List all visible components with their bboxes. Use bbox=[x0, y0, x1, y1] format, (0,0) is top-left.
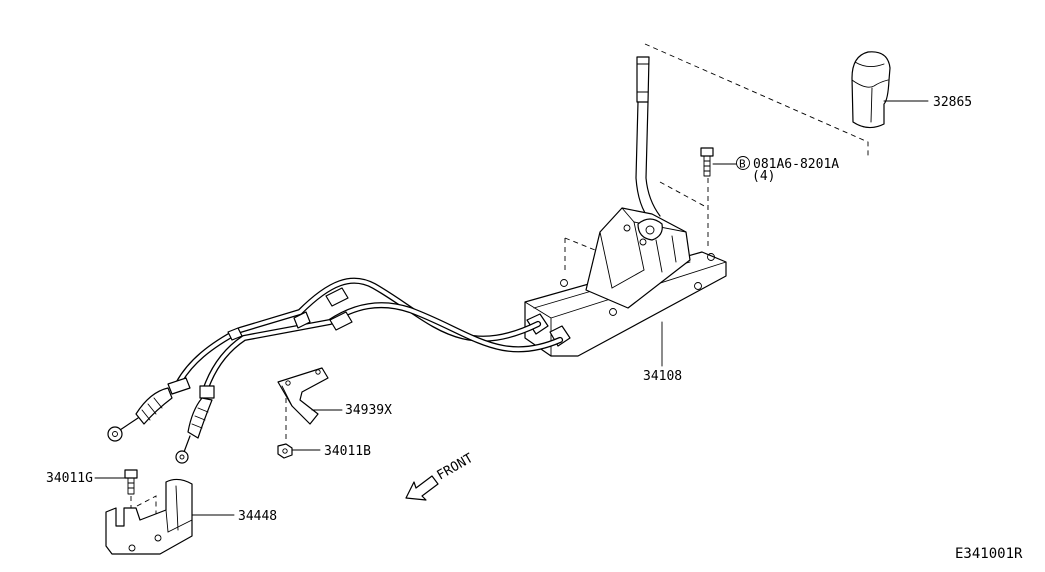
callout-081A6-8201A: 081A6-8201A bbox=[753, 157, 839, 172]
callout-34011G: 34011G bbox=[46, 471, 93, 486]
front-arrow-icon bbox=[405, 475, 439, 501]
bolt-code-letter: B bbox=[739, 158, 746, 171]
bracket-upper[interactable] bbox=[277, 367, 329, 425]
knob-assembly-line bbox=[644, 43, 869, 158]
callout-34939X: 34939X bbox=[345, 403, 392, 418]
callout-bolt-qty: (4) bbox=[752, 169, 775, 184]
mounting-bolt-lower[interactable] bbox=[124, 469, 138, 495]
shift-knob[interactable] bbox=[851, 51, 891, 129]
mounting-bolt-upper[interactable] bbox=[700, 147, 714, 177]
shift-lever[interactable] bbox=[635, 56, 661, 221]
callout-34448: 34448 bbox=[238, 509, 277, 524]
bracket-lower[interactable] bbox=[105, 478, 193, 555]
figure-code: E341001R bbox=[955, 546, 1023, 562]
control-cables[interactable] bbox=[107, 277, 564, 464]
control-device-assembly[interactable] bbox=[524, 207, 727, 357]
callout-32865: 32865 bbox=[933, 95, 972, 110]
callout-34011B: 34011B bbox=[324, 444, 371, 459]
nut[interactable] bbox=[277, 443, 293, 459]
front-label: FRONT bbox=[435, 451, 477, 484]
callout-34108: 34108 bbox=[643, 369, 682, 384]
bolt-code-circle bbox=[736, 156, 750, 170]
